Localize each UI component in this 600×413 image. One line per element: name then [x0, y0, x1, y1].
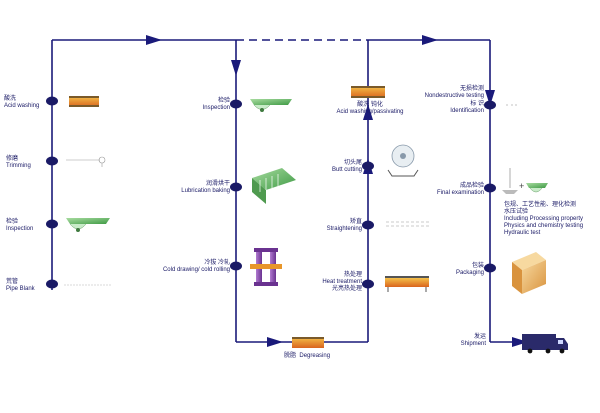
- arrow-down-mid: [231, 60, 241, 76]
- straightener-icon: [386, 221, 430, 227]
- node-straightening: [362, 220, 374, 230]
- arrow-right-top-left: [146, 35, 162, 45]
- arrow-down-right: [485, 90, 495, 106]
- node-inspection-mid: [230, 99, 242, 109]
- node-heat-treatment: [362, 279, 374, 289]
- arrow-up-top: [363, 104, 373, 120]
- inspection-bench-icon: [250, 99, 292, 112]
- node-lubrication: [230, 182, 242, 192]
- inspection-bench-icon: [66, 218, 110, 232]
- label-final-exam-details: 包规、工艺性能、理化检测 水压试验 Including Processing p…: [504, 202, 584, 236]
- truck-icon: [522, 334, 568, 354]
- degreasing-tank-icon: [292, 337, 324, 348]
- label-heat-treatment: 热处理 Heat treatment 光亮热处理: [322, 272, 362, 292]
- label-identification: 标 识 Identification: [450, 101, 484, 114]
- saw-blade-icon: [387, 144, 419, 177]
- label-packaging: 包装 Packaging: [455, 263, 484, 276]
- label-acid-passivating: 酸洗 钝化 Acid washing/passivating: [336, 102, 404, 115]
- label-trimming: 修磨 Trimming: [6, 156, 31, 169]
- node-butt-cutting: [362, 161, 374, 171]
- label-nondestructive: 无损检测 Nondestructive testing: [424, 86, 484, 99]
- arrow-right-truck: [512, 337, 528, 347]
- grinder-icon: [66, 156, 106, 167]
- pipe-bundle-icon: [512, 252, 546, 294]
- node-pipe-blank: [46, 279, 58, 289]
- label-pipe-blank: 荒管 Pipe Blank: [6, 279, 35, 292]
- lubrication-tank-icon: [252, 168, 296, 204]
- node-acid-washing: [46, 96, 58, 106]
- label-shipment: 发运 Shipment: [460, 334, 486, 347]
- label-final-examination: 成品检验 Final examination: [436, 183, 484, 196]
- label-inspection-left: 检验 Inspection: [6, 219, 34, 232]
- node-packaging: [484, 263, 496, 273]
- node-cold-rolling: [230, 261, 242, 271]
- node-trimming: [46, 156, 58, 166]
- label-inspection-mid: 检验 Inspection: [202, 98, 230, 111]
- furnace-icon: [385, 276, 429, 292]
- arrow-right-top-right: [422, 35, 438, 45]
- passivating-tank-icon: [351, 86, 385, 98]
- arrow-right-bottom: [267, 337, 283, 347]
- final-inspection-icon: [502, 168, 548, 194]
- label-acid-washing: 酸洗 Acid washing: [4, 96, 40, 109]
- plus-sign: +: [519, 181, 525, 191]
- rolling-mill-icon: [250, 248, 282, 286]
- label-cold-rolling: 冷拔 冷轧 Cold drawing/ cold rolling: [162, 260, 230, 273]
- node-identification: [484, 100, 496, 110]
- node-final-exam: [484, 183, 496, 193]
- label-lubrication-baking: 润滑烘干 Lubrication baking: [181, 181, 230, 194]
- acid-tank-icon: [69, 96, 99, 107]
- label-butt-cutting: 切头尾 Butt cutting: [331, 160, 362, 173]
- label-degreasing: 脱脂 Degreasing: [284, 353, 331, 359]
- label-straightening: 矫直 Straightening: [326, 219, 362, 232]
- node-inspection-left: [46, 219, 58, 229]
- process-nodes: [46, 96, 496, 289]
- marking-icon: [506, 104, 517, 106]
